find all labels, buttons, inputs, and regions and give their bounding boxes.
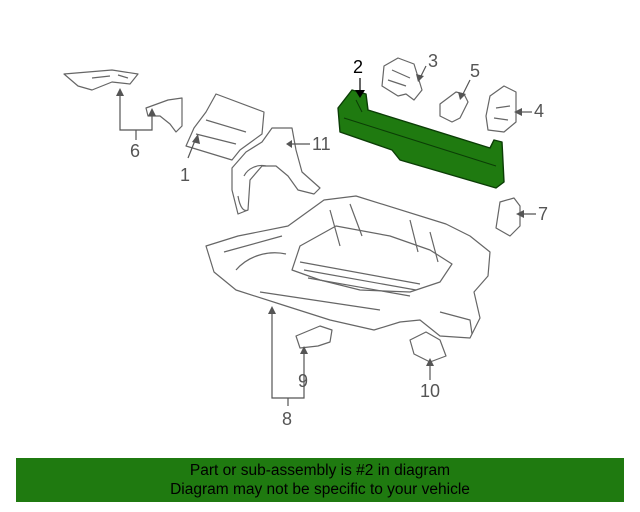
part-9-bracket — [295, 325, 333, 349]
callout-9: 9 — [298, 371, 309, 391]
callout-10: 10 — [420, 381, 441, 401]
parts-diagram — [63, 57, 536, 406]
part-8-floor-pan — [205, 195, 491, 339]
part-11-wheelhouse — [231, 127, 321, 215]
callout-8: 8 — [282, 409, 293, 429]
leader-8 — [271, 310, 305, 406]
callout-6: 6 — [130, 141, 141, 161]
part-6-bracket-upper — [63, 69, 139, 91]
callout-5: 5 — [470, 61, 481, 81]
banner-line-1: Part or sub-assembly is #2 in diagram — [189, 462, 451, 479]
callout-3: 3 — [428, 51, 439, 71]
part-2-rear-panel — [337, 89, 505, 189]
callout-2: 2 — [353, 57, 364, 77]
banner-line-2: Diagram may not be specific to your vehi… — [170, 481, 470, 498]
callout-4: 4 — [534, 101, 545, 121]
leader-6 — [119, 92, 153, 140]
part-3-bracket — [381, 57, 423, 101]
part-10-bracket — [409, 331, 447, 363]
part-1-panel — [185, 93, 265, 161]
part-5-bracket — [439, 91, 469, 123]
part-4-bracket — [485, 85, 517, 133]
callout-11: 11 — [312, 134, 331, 154]
callout-1: 1 — [180, 165, 191, 185]
info-banner: Part or sub-assembly is #2 in diagram Di… — [16, 458, 624, 502]
part-7-bracket — [495, 197, 521, 237]
callout-7: 7 — [538, 204, 549, 224]
